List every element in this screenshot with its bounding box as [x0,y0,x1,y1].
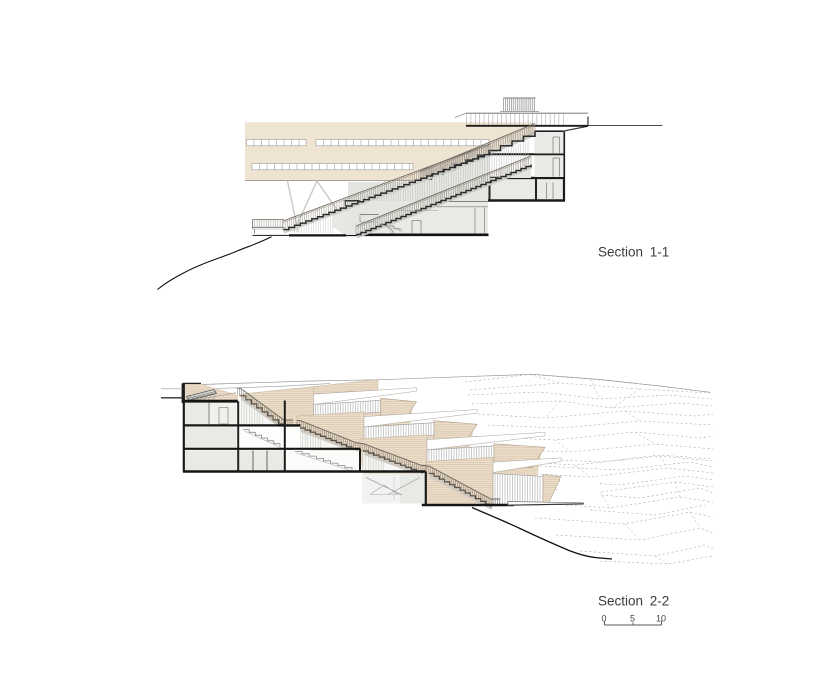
svg-text:0: 0 [602,614,607,624]
svg-text:10: 10 [656,614,666,624]
svg-text:Section 1-1: Section 1-1 [598,245,669,260]
svg-text:Section 2-2: Section 2-2 [598,594,669,609]
svg-text:5: 5 [630,614,635,624]
